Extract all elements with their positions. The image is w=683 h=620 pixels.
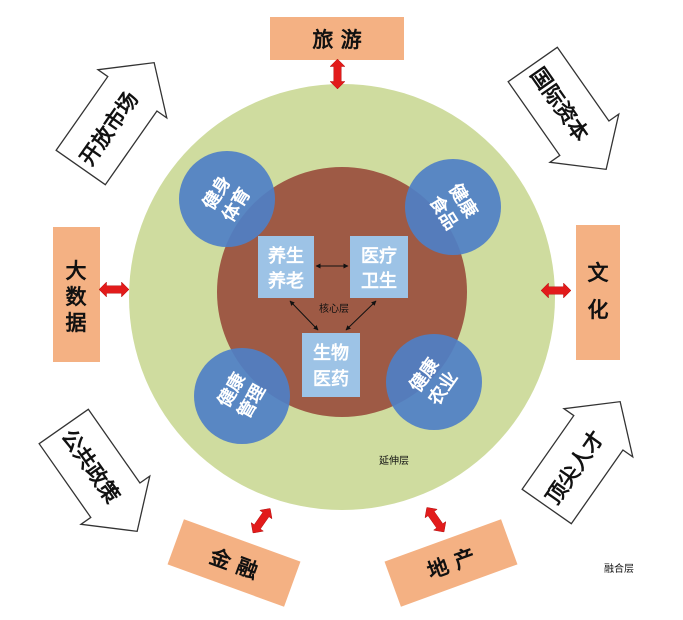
fusion-box-label-1: 大 xyxy=(66,259,87,283)
fusion-box-culture: 文 化 xyxy=(576,225,620,360)
fusion-box-label-2: 数 xyxy=(66,285,88,309)
red-double-arrow-big-data xyxy=(99,282,129,297)
fusion-box-tourism: 旅 游 xyxy=(270,17,404,60)
extension-circle-health-food: 健康 食品 xyxy=(405,159,501,255)
fusion-arrow-top-talent: 顶尖人才 xyxy=(521,400,634,525)
fusion-box-real-estate: 地 产 xyxy=(384,519,518,607)
fusion-box-label-2: 化 xyxy=(588,298,609,322)
core-connector-right xyxy=(345,300,377,331)
fusion-box-label-1: 文 xyxy=(588,261,610,285)
fusion-layer-label: 融合层 xyxy=(604,562,634,575)
core-box-line2: 卫生 xyxy=(361,270,397,292)
fusion-arrow-public-policy: 公共政策 xyxy=(38,408,151,533)
fusion-box-big-data: 大 数 据 xyxy=(53,227,100,362)
core-connector-left xyxy=(289,300,319,331)
extension-circle-fitness-sports: 健身 体育 xyxy=(179,151,275,247)
core-box-line2: 医药 xyxy=(313,368,349,390)
core-layer-label: 核心层 xyxy=(319,302,349,315)
extension-circle-health-management: 健康 管理 xyxy=(194,348,290,444)
core-box-wellness-elderly: 养生 养老 xyxy=(258,236,314,298)
fusion-box-label-3: 据 xyxy=(66,311,87,335)
extension-circle-health-agriculture: 健康 农业 xyxy=(386,334,482,430)
core-box-line1: 医疗 xyxy=(361,245,397,267)
core-box-medical-health: 医疗 卫生 xyxy=(350,236,408,298)
red-double-arrow-real-estate xyxy=(420,503,451,537)
fusion-arrow-international-capital: 国际资本 xyxy=(507,46,620,171)
fusion-arrow-open-market: 开放市场 xyxy=(55,61,168,186)
core-box-line1: 养生 xyxy=(267,245,304,267)
fusion-box-label: 旅 游 xyxy=(312,28,361,52)
fusion-box-finance: 金 融 xyxy=(167,519,301,607)
core-box-line1: 生物 xyxy=(313,342,349,364)
core-box-biomedicine: 生物 医药 xyxy=(302,333,360,397)
red-double-arrow-finance xyxy=(246,504,277,538)
extension-layer-label: 延伸层 xyxy=(379,455,409,467)
core-box-line2: 养老 xyxy=(267,270,304,292)
